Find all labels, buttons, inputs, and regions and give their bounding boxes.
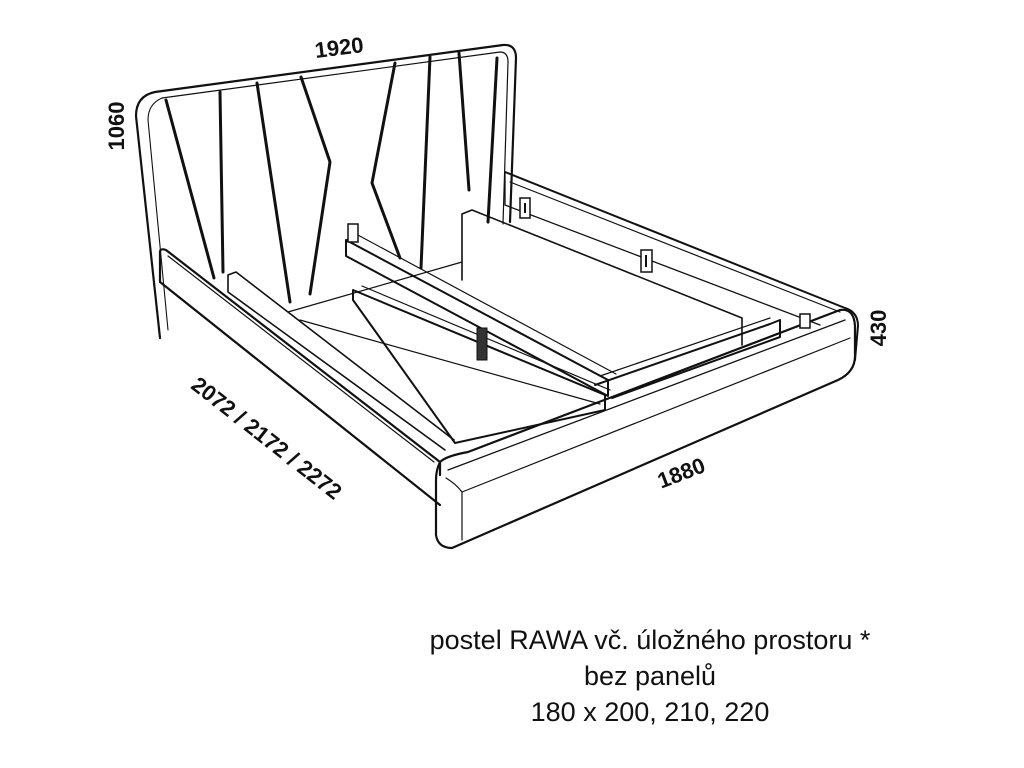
caption-sizes: 180 x 200, 210, 220 (530, 697, 770, 727)
headboard-outline (134, 43, 518, 340)
headboard-inner-edge (161, 51, 509, 225)
bracket-icon (799, 313, 811, 329)
headboard (134, 43, 518, 340)
bracket-icon (347, 223, 359, 243)
bracket-icon (640, 249, 653, 273)
bracket-icon (519, 197, 531, 219)
dimension-width: 1920 (313, 32, 365, 63)
dimension-length: 2072 / 2172 / 2272 (187, 372, 347, 505)
left-lower-slat (352, 285, 611, 444)
headboard-inner-left-edge (147, 97, 169, 331)
dimension-side-height: 430 (866, 310, 891, 347)
dimension-headboard-height: 1060 (104, 102, 129, 151)
storage-floor (287, 261, 601, 405)
left-inner-wall (227, 271, 455, 451)
cross-bar (594, 317, 781, 399)
dimension-frame-width: 1880 (654, 453, 709, 494)
foot-rail (434, 308, 857, 550)
storage-inner-panel (461, 209, 743, 346)
support-leg (476, 327, 488, 361)
caption-subtitle: bez panelů (583, 661, 717, 691)
bracket-icons (347, 197, 811, 329)
headboard-grooves (164, 51, 499, 304)
centre-rail (345, 233, 617, 397)
caption-title: postel RAWA vč. úložného prostoru * (429, 625, 871, 655)
right-side-rail (504, 171, 859, 361)
left-side-rail (158, 248, 442, 507)
